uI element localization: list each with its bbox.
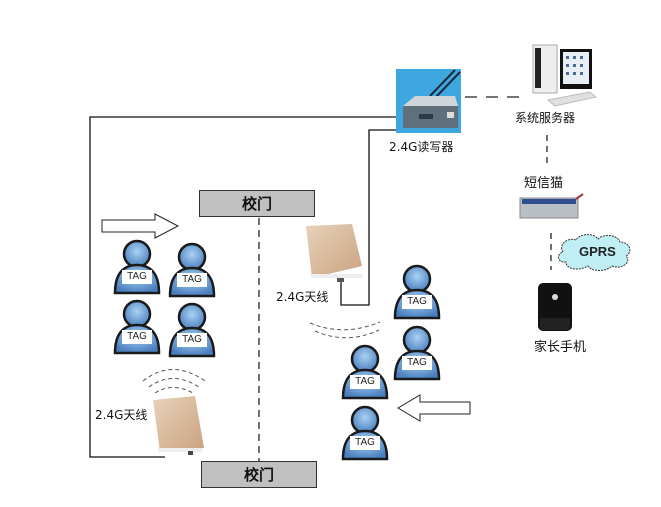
signal-waves-bottom-icon: [142, 369, 206, 394]
arrow-left-icon: [397, 394, 471, 422]
signal-waves-top-icon: [309, 321, 381, 339]
antenna-panel-top-icon: [306, 224, 363, 282]
cable-antenna-reader: [340, 129, 399, 306]
arrow-right-icon: [101, 213, 180, 239]
phone-icon: [538, 283, 572, 331]
cable-reader-left: [89, 116, 399, 458]
tagged-student: TAG: [392, 263, 442, 323]
antenna-panel-bottom-icon: [153, 396, 204, 455]
tagged-student: TAG: [167, 241, 217, 301]
sms-modem-icon: [519, 193, 584, 219]
tagged-student: TAG: [167, 301, 217, 361]
person-icon: [341, 344, 389, 400]
reader-device-icon: [396, 69, 461, 133]
person-icon: [113, 239, 161, 295]
tag-label: TAG: [402, 295, 432, 309]
person-icon: [393, 325, 441, 381]
tag-label: TAG: [350, 375, 380, 389]
server-label: 系统服务器: [515, 111, 576, 125]
school-gate-top: 校门: [199, 190, 315, 217]
tag-label: TAG: [122, 330, 152, 344]
gprs-label: GPRS: [579, 244, 616, 259]
tagged-student: TAG: [340, 343, 390, 403]
school-gate-bottom: 校门: [201, 461, 317, 488]
tag-label: TAG: [350, 436, 380, 450]
tag-label: TAG: [177, 273, 207, 287]
person-icon: [113, 299, 161, 355]
tag-label: TAG: [177, 333, 207, 347]
tagged-student: TAG: [112, 238, 162, 298]
gate-top-label: 校门: [241, 195, 272, 213]
person-icon: [168, 302, 216, 358]
tagged-student: TAG: [112, 298, 162, 358]
tag-label: TAG: [402, 356, 432, 370]
person-icon: [393, 264, 441, 320]
person-icon: [168, 242, 216, 298]
reader-label: 2.4G读写器: [389, 140, 454, 154]
tagged-student: TAG: [340, 404, 390, 464]
tagged-student: TAG: [392, 324, 442, 384]
tag-label: TAG: [122, 270, 152, 284]
person-icon: [341, 405, 389, 461]
antenna-top-label: 2.4G天线: [276, 290, 329, 304]
server-computer-icon: [532, 44, 598, 107]
antenna-bottom-label: 2.4G天线: [95, 408, 148, 422]
parent-phone-label: 家长手机: [534, 340, 587, 355]
sms-modem-label: 短信猫: [524, 176, 564, 191]
gate-bottom-label: 校门: [243, 466, 274, 484]
gprs-cloud-icon: [558, 234, 631, 271]
